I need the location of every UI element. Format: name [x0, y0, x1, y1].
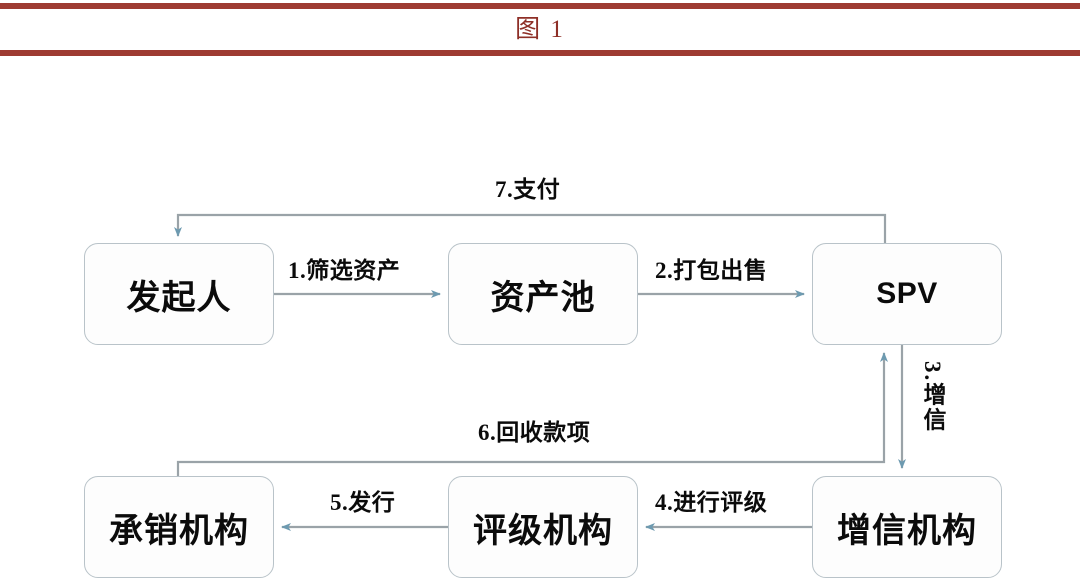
edge-label-1: 1.筛选资产 [288, 258, 401, 283]
edge-label-4: 4.进行评级 [655, 490, 768, 515]
node-originator[interactable]: 发起人 [84, 243, 274, 345]
header-rule-top [0, 3, 1080, 9]
header-band: 图 1 [0, 0, 1080, 58]
node-rating[interactable]: 评级机构 [448, 476, 638, 578]
node-credit[interactable]: 增信机构 [812, 476, 1002, 578]
edge-label-2: 2.打包出售 [655, 258, 768, 283]
edge-label-7: 7.支付 [495, 177, 561, 202]
node-underwriter-label: 承销机构 [109, 512, 249, 550]
edge-label-6: 6.回收款项 [478, 420, 591, 445]
node-originator-label: 发起人 [126, 279, 232, 317]
node-rating-label: 评级机构 [473, 512, 613, 550]
connector-layer [174, 213, 906, 531]
node-credit-label: 增信机构 [837, 512, 977, 550]
node-spv[interactable]: SPV [812, 243, 1002, 345]
node-underwriter[interactable]: 承销机构 [84, 476, 274, 578]
node-asset-pool[interactable]: 资产池 [448, 243, 638, 345]
flowchart-diagram: 发起人 资产池 SPV 承销机构 评级机构 增信机构 1.筛选资产 2.打包出售… [0, 58, 1080, 584]
edge-label-5: 5.发行 [330, 490, 396, 515]
connector-7-payment [174, 213, 887, 243]
header-rule-bottom [0, 50, 1080, 56]
page-title: 图 1 [515, 16, 565, 43]
edge-label-3: 3.增信 [920, 361, 945, 433]
node-spv-label: SPV [876, 277, 938, 310]
node-asset-pool-label: 资产池 [490, 279, 596, 317]
connector-6-recover-funds [176, 352, 888, 476]
